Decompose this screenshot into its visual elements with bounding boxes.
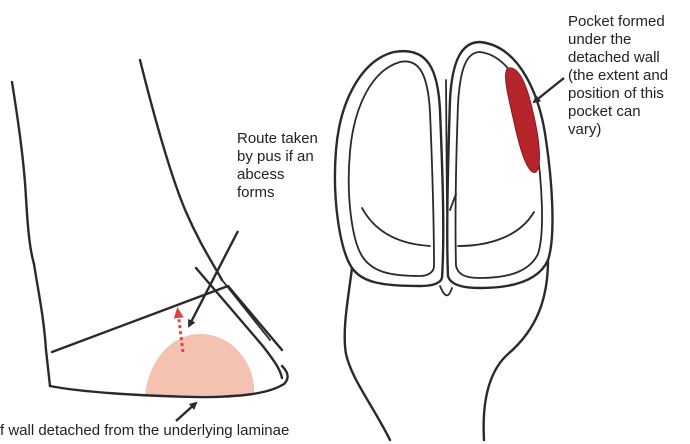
leg-front-outline xyxy=(12,82,34,264)
left-claw-white-line xyxy=(362,208,430,246)
pocket-pointer-arrow-icon xyxy=(534,78,564,102)
heel-bulb-divider xyxy=(440,286,452,295)
hoof-underside-view xyxy=(335,42,564,440)
bottom-pointer-arrow-icon xyxy=(176,403,196,421)
hoof-wall-toe-inner xyxy=(222,280,270,340)
pocket-label: Pocket formed under the detached wall (t… xyxy=(568,13,690,139)
heel-outline xyxy=(34,264,50,386)
leg-back-outline xyxy=(140,60,222,280)
route-pointer-arrow-icon xyxy=(189,231,238,326)
detached-wall-pocket xyxy=(506,68,540,173)
hoof-side-view xyxy=(12,60,288,421)
pastern-left-outline xyxy=(345,268,390,440)
pus-route-label: Route taken by pus if an abcess forms xyxy=(237,130,327,202)
pedal-bone-line xyxy=(52,286,282,352)
detached-wall-area xyxy=(145,334,254,395)
detached-wall-label: f wall detached from the underlying lami… xyxy=(0,422,340,440)
left-claw-inner-wall xyxy=(349,61,434,276)
right-claw-white-line xyxy=(458,212,534,246)
